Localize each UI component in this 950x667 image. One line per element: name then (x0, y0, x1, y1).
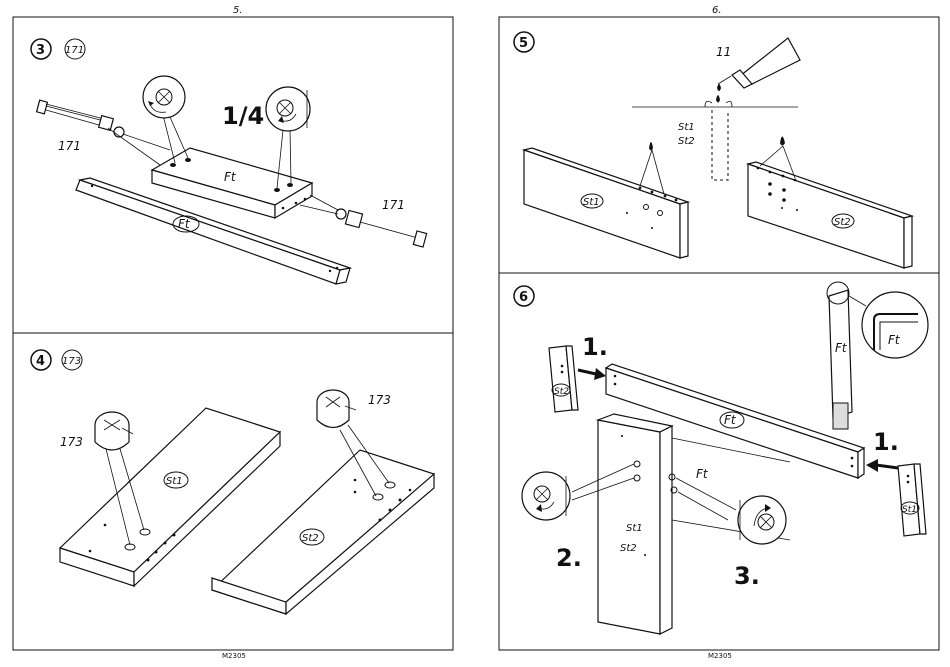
board-label: Ft (224, 170, 237, 184)
sequence-3: 3. (734, 562, 760, 590)
board-label: St1 (583, 197, 600, 208)
side-piece-st2: St2 (549, 346, 578, 412)
board-st1: St1 (524, 142, 688, 258)
panel-label: Ft (835, 341, 848, 355)
glue-bottle-icon: 11 (716, 38, 800, 91)
step-4: 4 173 St1 St (31, 350, 434, 614)
page-number-right: 6. (712, 5, 722, 16)
rail-label: Ft (696, 467, 709, 481)
footer-code-left: M2305 (222, 652, 246, 660)
rail-label: Ft (724, 413, 737, 427)
board-label: St1 (166, 476, 183, 487)
sequence-1-right: 1. (873, 428, 899, 456)
cam-bolt-171-right: 171 (300, 195, 427, 247)
tool-label: 11 (716, 45, 731, 59)
part-label-173: 173 (60, 435, 83, 449)
upright-label-a: St1 (626, 523, 643, 534)
step-6: 6 St2 1. Ft 1. (514, 282, 928, 634)
side-piece-st1: St1 (898, 464, 926, 536)
page-number-left: 5. (233, 5, 243, 16)
board-st2: St2 (748, 137, 912, 269)
arrow-left-icon (866, 459, 878, 472)
footer-code-right: M2305 (708, 652, 732, 660)
upright-label-b: St2 (620, 543, 637, 554)
board-label: St2 (302, 533, 319, 544)
part-label-171: 171 (382, 198, 405, 212)
turn-fraction: 1/4 (222, 102, 264, 130)
turn-callout-left (143, 76, 188, 163)
label-st2: St2 (678, 136, 695, 147)
piece-label: St1 (902, 505, 917, 515)
sequence-1-left: 1. (582, 333, 608, 361)
step-3: 3 171 Ft Ft (31, 39, 427, 284)
part-number: 173 (62, 356, 81, 367)
step-5: 5 11 St1 St2 S (514, 32, 912, 268)
step-number: 6 (519, 290, 528, 305)
step-number: 4 (36, 354, 45, 369)
sequence-2: 2. (556, 544, 582, 572)
step-number: 3 (36, 43, 45, 58)
label-st1: St1 (678, 122, 695, 133)
part-label-171: 171 (58, 139, 81, 153)
detail-label: Ft (888, 333, 901, 347)
screw-callout-3 (676, 478, 786, 544)
board-label: Ft (178, 217, 191, 231)
step-number: 5 (519, 36, 528, 51)
part-label-173: 173 (368, 393, 391, 407)
piece-label: St2 (554, 387, 569, 397)
board-label: St2 (834, 217, 851, 228)
back-panel-ft: Ft Ft (827, 282, 928, 429)
arrow-right-icon (594, 368, 606, 380)
part-number: 171 (65, 45, 84, 56)
